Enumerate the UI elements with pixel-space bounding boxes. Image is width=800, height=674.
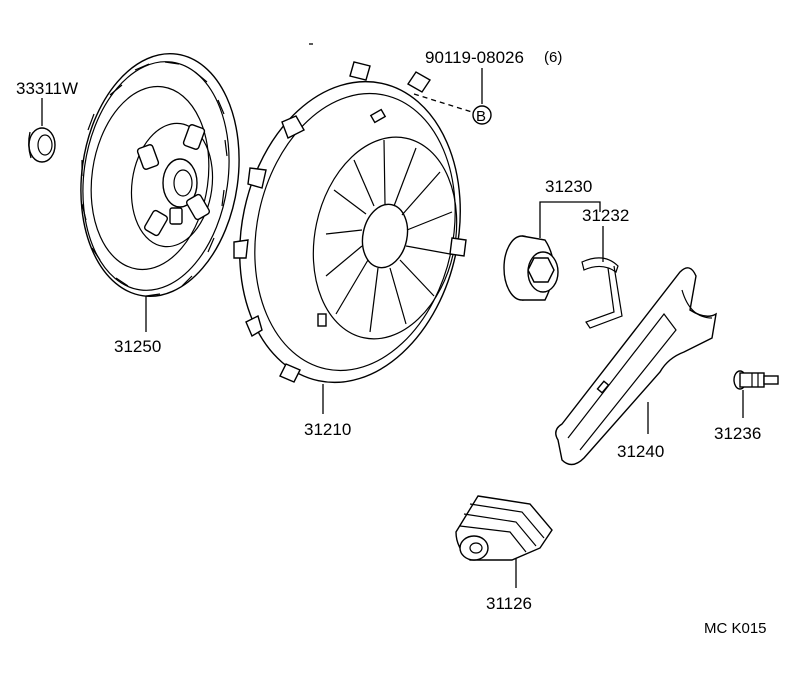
release-fork-part (555, 267, 717, 466)
pivot-stud-part (733, 370, 779, 390)
diagram-code: MC K015 (704, 620, 767, 637)
label-31250: 31250 (114, 337, 161, 356)
label-31210: 31210 (304, 420, 351, 439)
fork-boot-part (455, 495, 553, 561)
label-90119-08026: 90119-08026 (425, 48, 524, 67)
hub-clip-part (581, 257, 623, 329)
pilot-bearing-part (28, 127, 56, 163)
label-33311w: 33311W (16, 79, 78, 98)
bolt-ref-circle (472, 105, 492, 125)
label-bolt-quantity: (6) (544, 49, 562, 66)
clutch-cover-part (233, 61, 467, 384)
label-31232: 31232 (582, 206, 629, 225)
label-31126: 31126 (486, 594, 532, 613)
clutch-disc-part (80, 53, 240, 297)
label-31240: 31240 (617, 442, 664, 461)
label-31230: 31230 (545, 177, 592, 196)
label-31236: 31236 (714, 424, 761, 443)
bolt-ref-marker: B (476, 108, 486, 125)
leader-bolt-dashed (413, 93, 473, 113)
release-bearing-part (503, 235, 559, 301)
bracket-31230 (539, 201, 601, 238)
